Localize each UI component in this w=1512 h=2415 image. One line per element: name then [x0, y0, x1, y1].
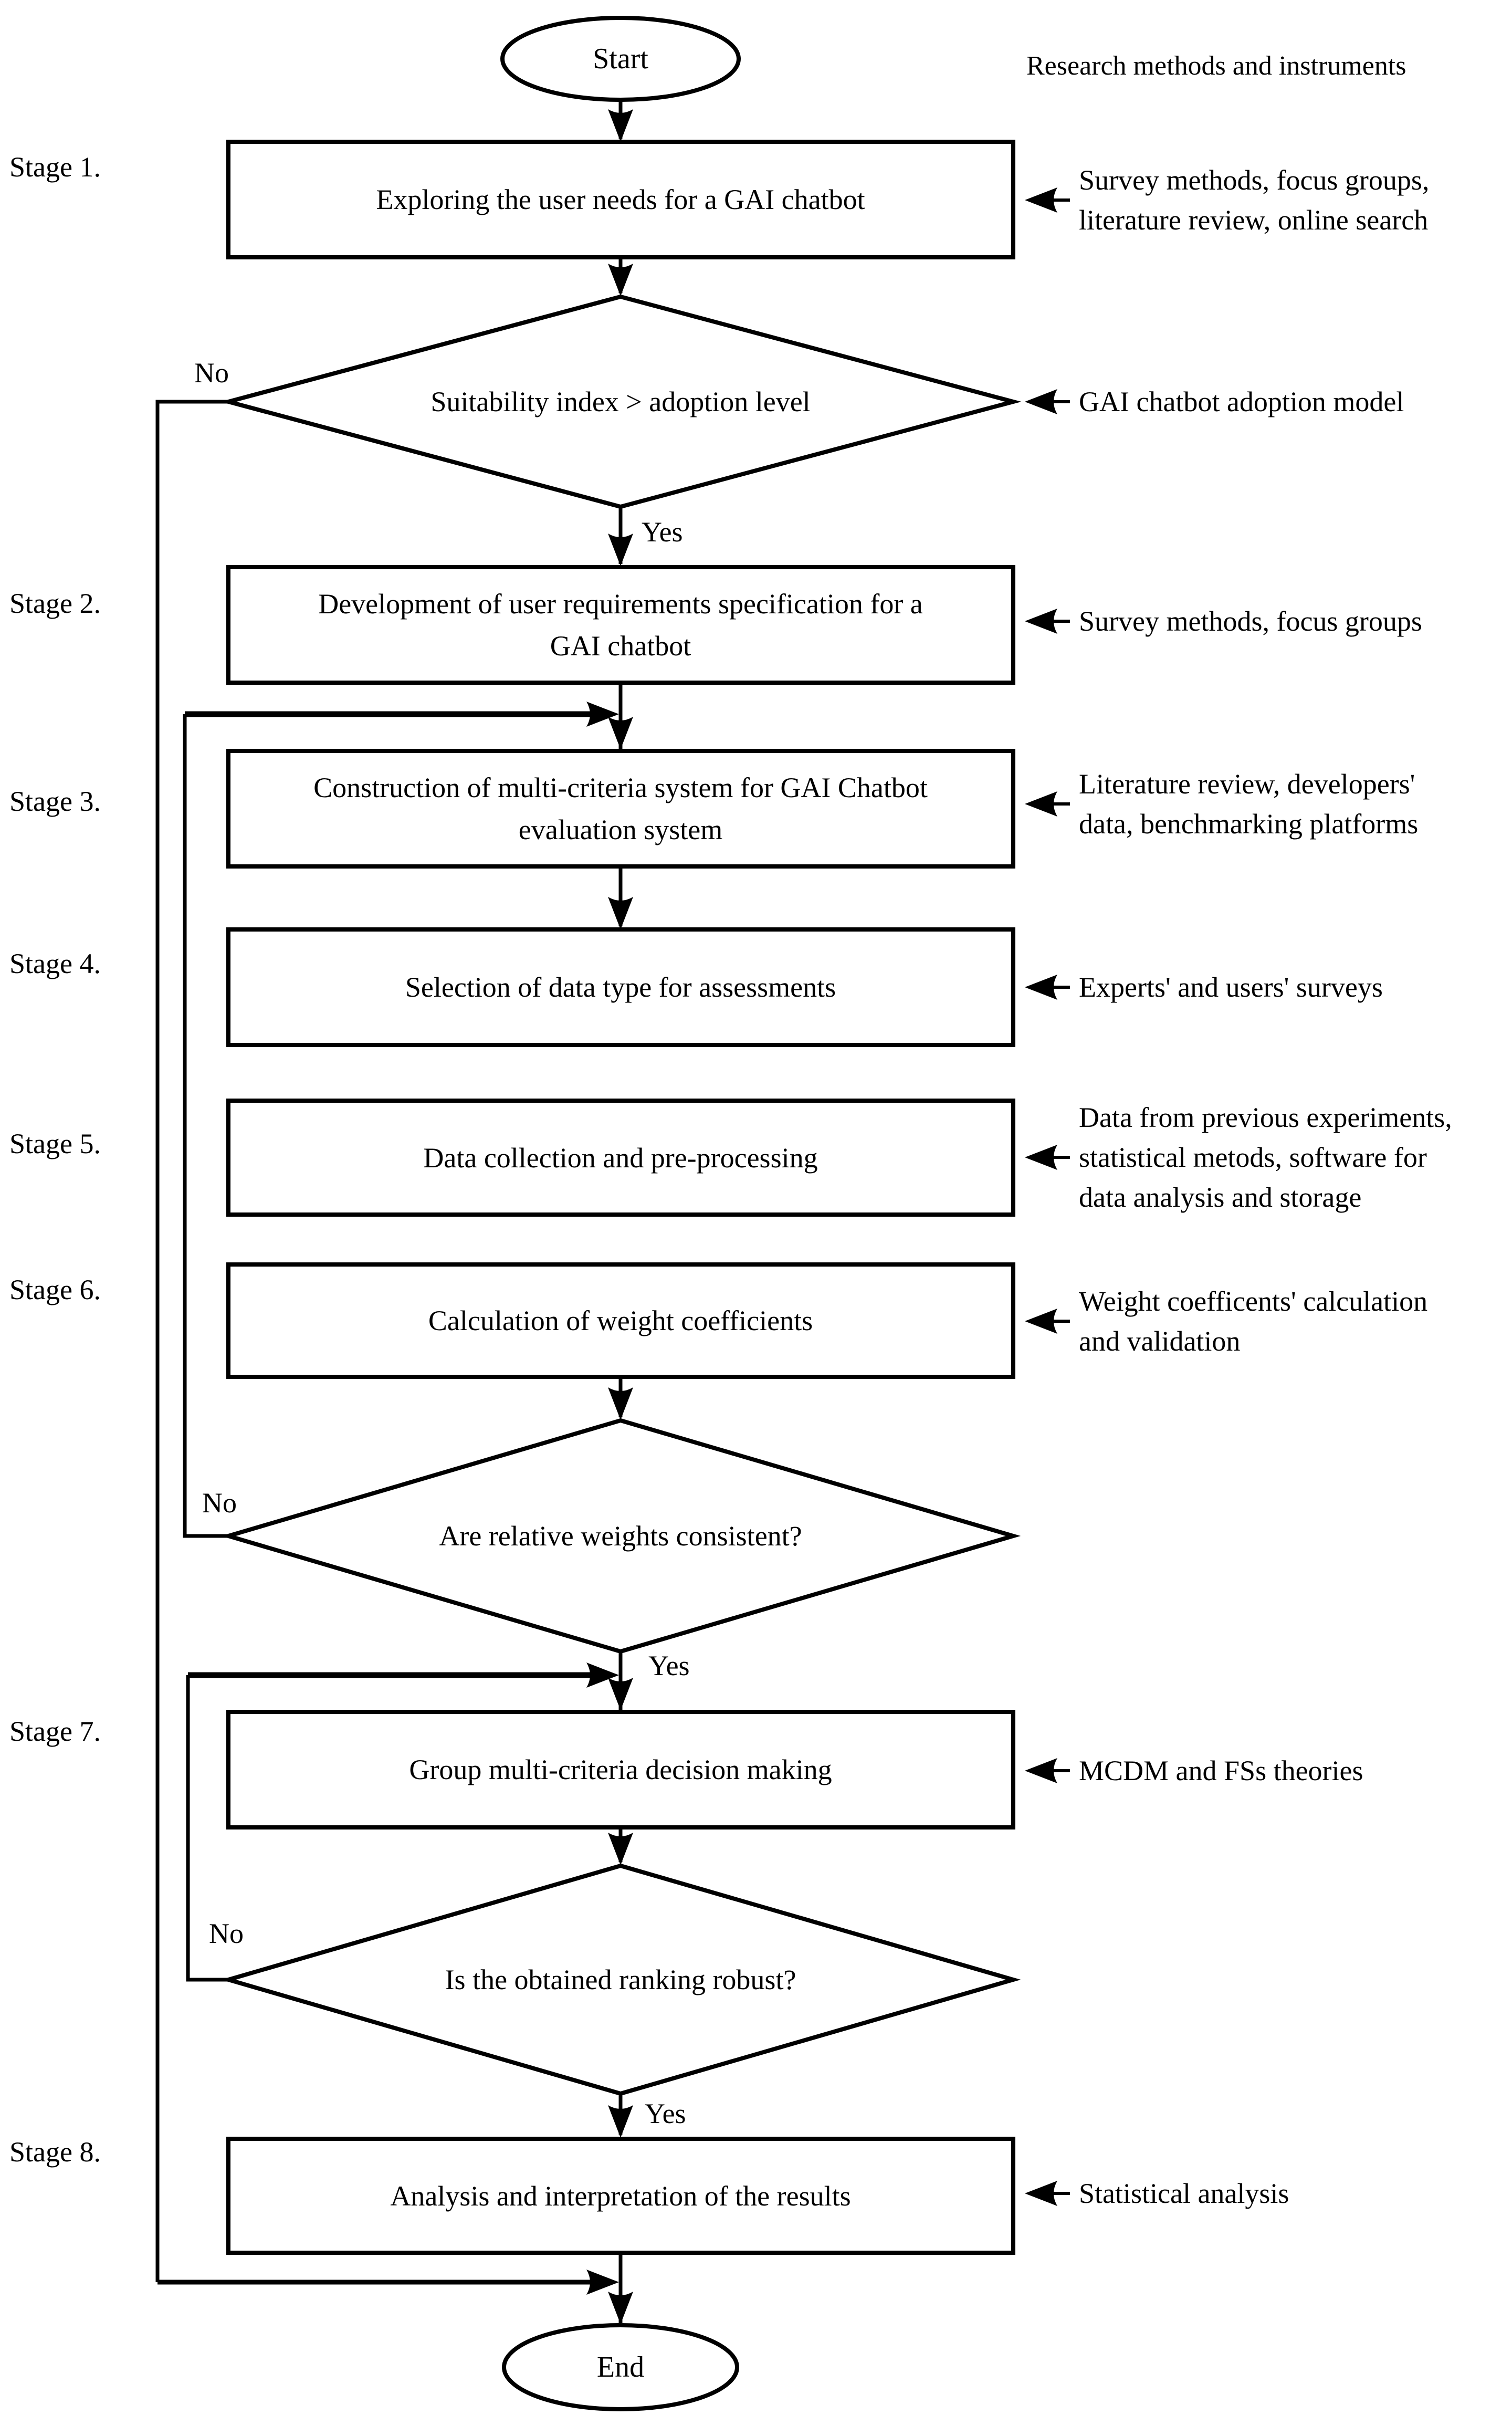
stage7-box-label: Group multi-criteria decision making — [409, 1754, 832, 1785]
arrowhead-right-suitability-junction — [586, 2270, 619, 2295]
annotation-stage6: Weight coefficents' calculation and vali… — [1079, 1281, 1427, 1361]
annotation-stage3: Literature review, developers' data, ben… — [1079, 764, 1418, 844]
annotation-stage7-line1: MCDM and FSs theories — [1079, 1755, 1363, 1786]
annotation-stage3-line2: data, benchmarking platforms — [1079, 808, 1419, 840]
arrowhead-down-into-stage7 — [608, 1678, 633, 1710]
annotation-stage1: Survey methods, focus groups, literature… — [1079, 160, 1429, 240]
arrowhead-down-into-stage1 — [608, 109, 633, 142]
arrowhead-left-annotation-stage4 — [1025, 975, 1057, 1000]
decision-weights-shape — [220, 1418, 1021, 1654]
arrowhead-down-into-stage2 — [608, 534, 633, 566]
arrowhead-down-into-end — [608, 2292, 633, 2324]
annotation-decision1-line1: GAI chatbot adoption model — [1079, 386, 1404, 417]
stage-label-6: Stage 6. — [9, 1274, 101, 1305]
node-shapes — [220, 16, 1022, 2411]
stage8-box-label: Analysis and interpretation of the resul… — [390, 2180, 851, 2212]
yes-label-ranking: Yes — [645, 2098, 686, 2129]
stage3-box-shape — [226, 749, 1015, 869]
stage8-box-shape — [226, 2137, 1015, 2255]
stage1-box-label: Exploring the user needs for a GAI chatb… — [376, 184, 865, 215]
no-loop-ranking-rail — [186, 1675, 228, 1982]
annotation-stage1-line1: Survey methods, focus groups, — [1079, 164, 1430, 196]
annotation-stage4-line1: Experts' and users' surveys — [1079, 971, 1383, 1003]
arrowhead-left-annotation-stage3 — [1025, 791, 1057, 817]
stage6-box-label: Calculation of weight coefficients — [428, 1305, 813, 1336]
stage4-box-shape — [226, 927, 1015, 1047]
stage4-box-label: Selection of data type for assessments — [405, 971, 836, 1003]
annotation-decision1: GAI chatbot adoption model — [1079, 382, 1404, 422]
stage6-box-shape — [226, 1262, 1015, 1379]
stage3-box-label: Construction of multi-criteria system fo… — [242, 751, 1000, 866]
stage1-box-shape — [226, 140, 1015, 259]
no-loop-suitability-rail — [155, 400, 228, 2282]
end-terminal-shape — [502, 2323, 739, 2411]
annotation-stage5-line1: Data from previous experiments, — [1079, 1102, 1452, 1133]
decision-suitability-shape — [220, 294, 1022, 509]
arrowhead-down-into-stage3 — [608, 717, 633, 749]
arrowhead-left-annotation-stage8 — [1025, 2181, 1057, 2206]
arrowhead-left-annotation-stage2 — [1025, 609, 1057, 634]
arrowhead-down-into-stage8 — [608, 2105, 633, 2138]
annotation-stage5: Data from previous experiments, statisti… — [1079, 1097, 1452, 1217]
decision-suitability-label: Suitability index > adoption level — [430, 386, 811, 417]
arrowhead-left-annotation-decision1 — [1025, 389, 1057, 414]
stage3-box-line1: Construction of multi-criteria system fo… — [313, 772, 928, 803]
arrowhead-down-into-decision2 — [608, 1387, 633, 1420]
annotation-stage7: MCDM and FSs theories — [1079, 1751, 1363, 1791]
annotation-arrow-lines — [1030, 198, 1070, 2195]
arrowhead-right-weights-junction — [586, 702, 619, 727]
stage2-box-line2: GAI chatbot — [550, 630, 691, 662]
annotation-stage4: Experts' and users' surveys — [1079, 967, 1383, 1007]
methods-column-header: Research methods and instruments — [1026, 51, 1406, 81]
start-terminal-label: Start — [593, 43, 648, 75]
connector-lines — [155, 100, 623, 2323]
annotation-stage3-line1: Literature review, developers' — [1079, 768, 1415, 800]
stage5-box-label: Data collection and pre-processing — [423, 1142, 818, 1174]
arrowhead-down-into-decision1 — [608, 264, 633, 296]
arrowheads — [586, 109, 1057, 2324]
end-terminal-label: End — [596, 2351, 645, 2383]
annotation-stage8: Statistical analysis — [1079, 2173, 1289, 2213]
no-label-ranking: No — [209, 1918, 244, 1949]
stage-label-3: Stage 3. — [9, 786, 101, 817]
annotation-stage6-line1: Weight coefficents' calculation — [1079, 1285, 1428, 1317]
annotation-stage2-line1: Survey methods, focus groups — [1079, 605, 1422, 637]
annotation-stage6-line2: and validation — [1079, 1325, 1241, 1357]
arrowhead-down-into-stage4 — [608, 897, 633, 929]
stage-label-7: Stage 7. — [9, 1716, 101, 1747]
no-label-suitability: No — [194, 357, 229, 389]
stage3-box-line2: evaluation system — [518, 814, 723, 845]
annotation-stage5-line3: data analysis and storage — [1079, 1182, 1362, 1213]
stage2-box-line1: Development of user requirements specifi… — [318, 588, 923, 620]
stage-label-2: Stage 2. — [9, 588, 101, 619]
decision-ranking-label: Is the obtained ranking robust? — [445, 1964, 796, 1995]
annotation-stage8-line1: Statistical analysis — [1079, 2178, 1289, 2209]
annotation-stage1-line2: literature review, online search — [1079, 204, 1429, 236]
decision-ranking-shape — [220, 1863, 1021, 2096]
stage5-box-shape — [226, 1099, 1015, 1217]
decision-weights-label: Are relative weights consistent? — [439, 1520, 802, 1552]
stage-label-8: Stage 8. — [9, 2136, 101, 2168]
arrowhead-left-annotation-stage7 — [1025, 1758, 1057, 1783]
arrowhead-left-annotation-stage6 — [1025, 1309, 1057, 1334]
yes-label-suitability: Yes — [642, 516, 683, 548]
stage-label-4: Stage 4. — [9, 948, 101, 979]
arrowhead-left-annotation-stage5 — [1025, 1145, 1057, 1170]
stage2-box-label: Development of user requirements specifi… — [242, 567, 1000, 683]
annotation-stage5-line2: statistical metods, software for — [1079, 1142, 1427, 1173]
arrowhead-down-into-decision3 — [608, 1833, 633, 1865]
annotation-stage2: Survey methods, focus groups — [1079, 601, 1422, 641]
stage7-box-shape — [226, 1710, 1015, 1829]
stage-label-1: Stage 1. — [9, 151, 101, 183]
stage2-box-shape — [226, 565, 1015, 685]
start-terminal-shape — [500, 16, 741, 102]
yes-label-weights: Yes — [648, 1650, 690, 1681]
no-label-weights: No — [202, 1487, 237, 1519]
no-loop-weights-rail — [183, 714, 228, 1538]
stage-label-5: Stage 5. — [9, 1128, 101, 1159]
arrowhead-left-annotation-stage1 — [1025, 187, 1057, 213]
arrowhead-right-ranking-junction — [586, 1663, 619, 1688]
